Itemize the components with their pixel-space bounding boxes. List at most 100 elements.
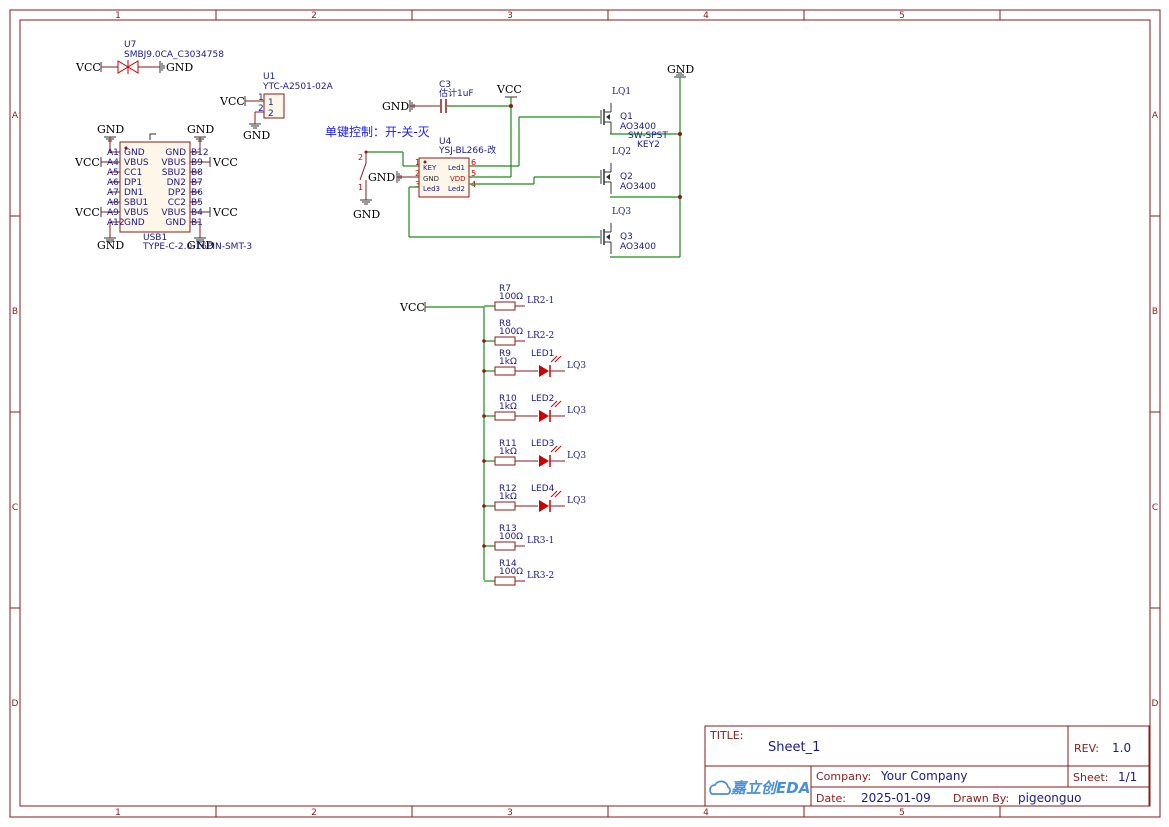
u1-pin1-name: 1 [268,98,274,108]
mosfet-net-label: LQ3 [612,207,631,217]
usb1-pin-name: DN2 [167,178,186,188]
usb1-pin-number: A5 [107,168,119,178]
usb1-pin-name: SBU1 [124,198,148,208]
resistor-ref: R8 [499,319,511,329]
led-ref: LED1 [531,349,554,359]
gnd-net-label: GND [353,208,380,221]
rev-label: REV: [1074,742,1099,755]
usb1-pin-number: A12 [107,218,125,228]
u1-value: YTC-A2501-02A [262,82,334,92]
c3-ref: C3 [439,80,451,90]
usb1-right-pins: B12GNDB9VBUSB8SBU2B7DN2B6DP2B5CC2B4VBUSB… [161,148,208,228]
row-label: B [1152,307,1158,317]
u4-pin-num: 3 [415,180,420,189]
rev-value: 1.0 [1112,741,1131,755]
vcc-net-label: VCC [74,156,100,169]
led-net-label: LQ3 [567,451,586,461]
gnd-net-label: GND [368,171,395,184]
sheet-frame [9,9,1161,818]
u7-value: SMBJ9.0CA_C3034758 [124,50,224,60]
led-net-label: LQ3 [567,361,586,371]
gnd-net-label: GND [382,100,409,113]
usb1-pin-number: A9 [107,208,119,218]
sheet-label: Sheet: [1073,771,1109,784]
usb1-pin-name: VBUS [161,208,186,218]
row-label: A [1152,111,1159,121]
usb1-pin-number: B1 [191,218,203,228]
resistor-value: 1kΩ [499,492,517,502]
vcc-net-label: VCC [219,95,245,108]
usb1-pin-name: DP1 [124,178,142,188]
led-net-label: LQ3 [567,496,586,506]
u4-value: YSJ-BL266-改 [438,144,496,156]
gnd-net-label: GND [243,129,270,142]
gnd-net-label: GND [166,61,193,74]
mosfet-ref: Q2 [620,172,633,182]
vcc-net-label: VCC [496,83,522,96]
resistor-value: 100Ω [499,327,523,337]
resistor-ref: R7 [499,284,511,294]
col-label: 4 [703,808,709,818]
usb1-pin-name: DP2 [168,188,186,198]
c3-capacitor[interactable]: GND C3 估计1uF VCC [382,80,522,177]
u1-connector[interactable]: U1 YTC-A2501-02A 1 2 1 2 VCC GND [219,72,334,142]
u4-pin-name: GND [423,175,439,183]
row-label: B [12,307,18,317]
usb1-pin-number: B6 [191,188,203,198]
vcc-net-label: VCC [399,301,425,314]
usb1-pin-name: VBUS [124,158,149,168]
u4-pin-num: 1 [415,158,420,167]
u7-tvs-diode[interactable]: VCC GND U7 SMBJ9.0CA_C3034758 [75,40,224,74]
usb1-type-c-connector[interactable]: GND GND GND GND VCC VCC VCC VCC A [74,123,252,252]
resistor-ref: R12 [499,484,517,494]
resistor-net-label: LR2-1 [527,296,554,306]
u1-pin2-name: 2 [268,109,274,119]
u4-pin-name: Led1 [448,164,465,172]
col-label: 1 [115,808,121,818]
usb1-pin-number: B4 [191,208,203,218]
company-label: Company: [816,770,871,783]
col-label: 1 [115,11,121,21]
mosfet-net-label: LQ1 [612,87,631,97]
logo-text: 嘉立创EDA [730,779,810,797]
usb1-pin-number: A4 [107,158,119,168]
key2-value: SW-SPST [628,131,668,141]
mosfet-ref: Q1 [620,112,633,122]
resistor-ref: R9 [499,349,511,359]
usb1-pin-number: B8 [191,168,203,178]
col-label: 3 [507,11,513,21]
u1-ref: U1 [263,72,275,82]
usb1-pin-number: B5 [191,198,203,208]
resistor-net-label: LR2-2 [527,331,554,341]
sheet-value: 1/1 [1118,770,1137,784]
date-value: 2025-01-09 [861,791,931,805]
usb1-pin-number: A7 [107,188,119,198]
resistor-ladder: VCC [399,301,485,580]
gnd-net-label: GND [187,123,214,136]
key2-switch[interactable]: 2 1 GND [353,150,419,222]
mosfet-value: AO3400 [620,182,656,192]
usb1-pin-name: VBUS [161,158,186,168]
row-label: C [12,503,18,513]
u4-controller[interactable]: U4 YSJ-BL266-改 1 2 3 6 5 4 KEY GND Led3 … [368,116,600,238]
usb1-ref: USB1 [143,233,167,243]
resistor-ref: R14 [499,559,517,569]
usb1-pin-number: A6 [107,178,119,188]
gnd-net-label: GND [97,239,124,252]
usb1-pin-name: VBUS [124,208,149,218]
gnd-rail-right: GND SW-SPST KEY2 [610,63,694,258]
u4-ref: U4 [439,137,452,147]
usb1-pin-number: B9 [191,158,203,168]
